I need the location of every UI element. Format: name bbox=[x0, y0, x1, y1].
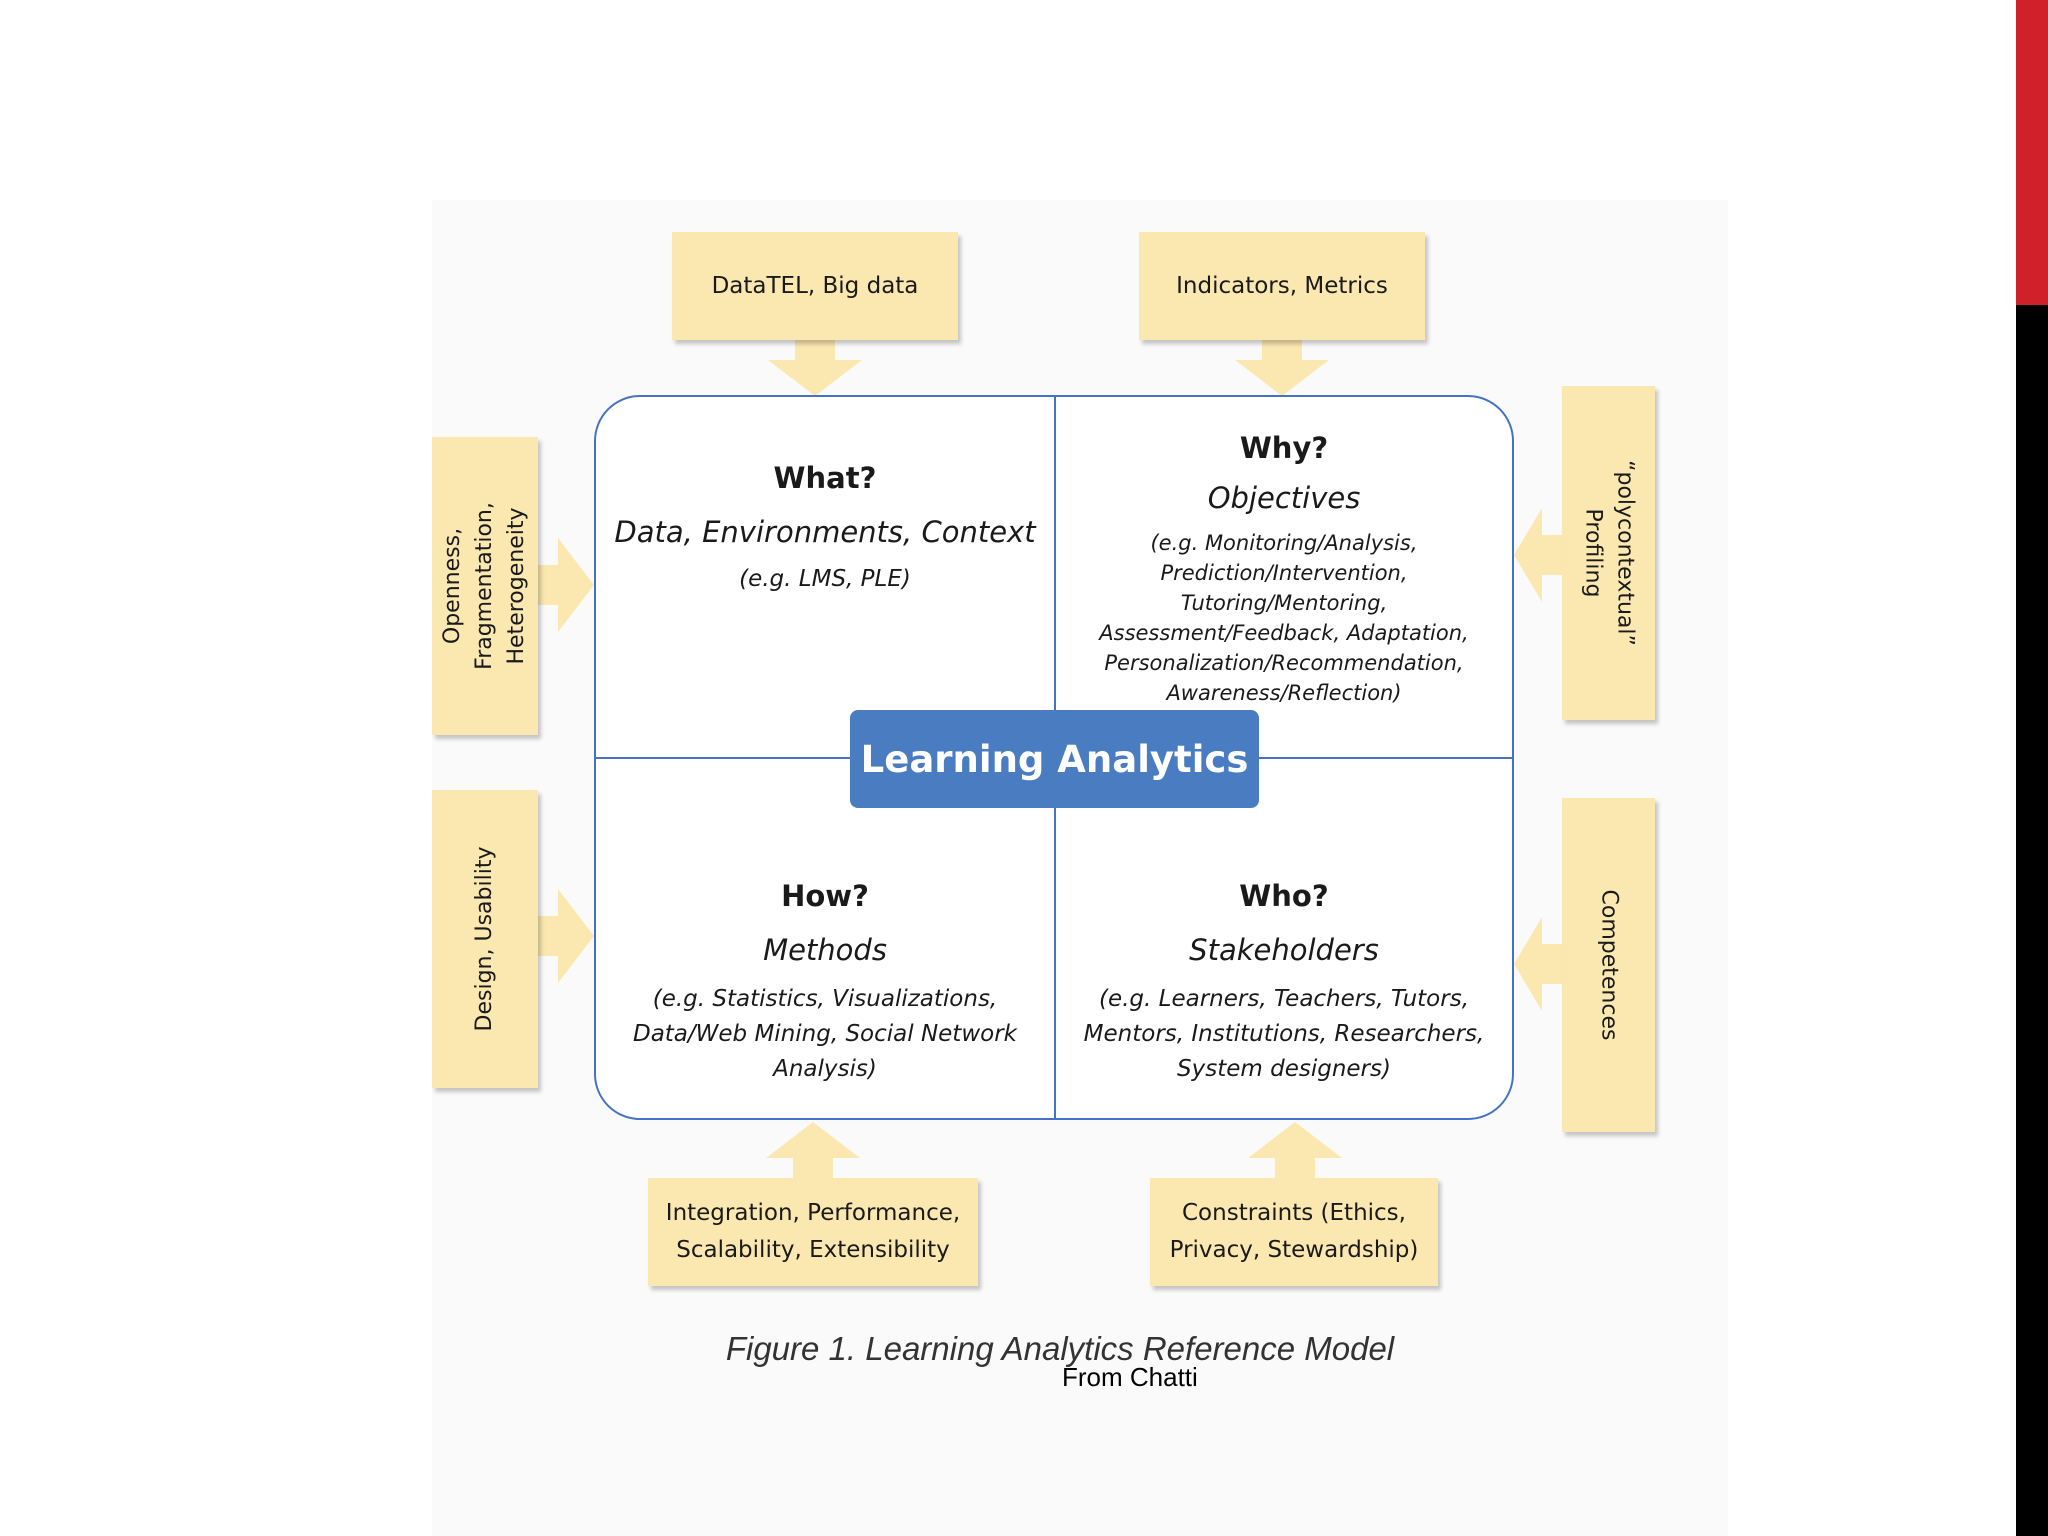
quadrant-examples: (e.g. Learners, Teachers, Tutors, Mentor… bbox=[1083, 986, 1485, 1082]
quadrant-examples: (e.g. Statistics, Visualizations, Data/W… bbox=[632, 986, 1017, 1082]
box-label: Integration, Performance, Scalability, E… bbox=[665, 1200, 961, 1263]
box-label: Indicators, Metrics bbox=[1176, 272, 1388, 299]
slide-accent-bar bbox=[2016, 0, 2048, 305]
box-polycontextual-profiling: “polycontextual” Profiling bbox=[1562, 386, 1655, 720]
box-label: “polycontextual” Profiling bbox=[1580, 460, 1638, 646]
arrow-down-top-left bbox=[768, 340, 862, 396]
box-indicators-metrics: Indicators, Metrics bbox=[1139, 232, 1425, 340]
quadrant-what: What? Data, Environments, Context (e.g. … bbox=[600, 458, 1050, 594]
figure-credit: From Chatti bbox=[1062, 1362, 1198, 1392]
quadrant-subheading: Data, Environments, Context bbox=[614, 515, 1036, 549]
box-label: DataTEL, Big data bbox=[711, 272, 919, 299]
arrow-right-left-bottom bbox=[538, 889, 594, 983]
box-design-usability: Design, Usability bbox=[432, 790, 538, 1088]
quadrant-subheading: Methods bbox=[763, 933, 887, 967]
quadrant-how: How? Methods (e.g. Statistics, Visualiza… bbox=[600, 876, 1050, 1087]
center-label: Learning Analytics bbox=[860, 737, 1249, 781]
quadrant-subheading: Stakeholders bbox=[1189, 933, 1379, 967]
quadrant-who: Who? Stakeholders (e.g. Learners, Teache… bbox=[1058, 876, 1510, 1087]
figure-caption: Figure 1. Learning Analytics Reference M… bbox=[725, 1330, 1395, 1367]
quadrant-why: Why? Objectives (e.g. Monitoring/Analysi… bbox=[1058, 428, 1510, 708]
arrow-up-bottom-left bbox=[766, 1122, 860, 1178]
box-label: Design, Usability bbox=[472, 846, 497, 1032]
arrow-down-top-right bbox=[1235, 340, 1329, 396]
quadrant-heading: What? bbox=[773, 461, 877, 495]
arrow-left-right-bottom bbox=[1514, 917, 1562, 1011]
arrow-left-right-top bbox=[1514, 508, 1562, 602]
learning-analytics-center: Learning Analytics bbox=[850, 710, 1259, 808]
box-integration-performance: Integration, Performance, Scalability, E… bbox=[648, 1178, 978, 1286]
box-competences: Competences bbox=[1562, 798, 1655, 1132]
arrow-right-left-top bbox=[538, 538, 594, 632]
quadrant-divider-horizontal-right bbox=[1259, 757, 1512, 759]
box-label: Openness, Fragmentation, Heterogeneity bbox=[440, 502, 529, 670]
quadrant-divider-horizontal-left bbox=[596, 757, 850, 759]
arrow-up-bottom-right bbox=[1248, 1122, 1342, 1178]
quadrant-examples: (e.g. LMS, PLE) bbox=[739, 566, 911, 592]
quadrant-heading: How? bbox=[781, 879, 869, 913]
box-constraints: Constraints (Ethics, Privacy, Stewardshi… bbox=[1150, 1178, 1438, 1286]
quadrant-subheading: Objectives bbox=[1207, 481, 1361, 515]
box-openness-fragmentation: Openness, Fragmentation, Heterogeneity bbox=[432, 437, 538, 735]
box-label: Constraints (Ethics, Privacy, Stewardshi… bbox=[1169, 1200, 1419, 1263]
quadrant-examples: (e.g. Monitoring/Analysis, Prediction/In… bbox=[1099, 531, 1469, 705]
box-datatel-big-data: DataTEL, Big data bbox=[672, 232, 958, 340]
quadrant-heading: Who? bbox=[1239, 879, 1329, 913]
quadrant-heading: Why? bbox=[1239, 431, 1329, 465]
box-label: Competences bbox=[1596, 889, 1622, 1041]
